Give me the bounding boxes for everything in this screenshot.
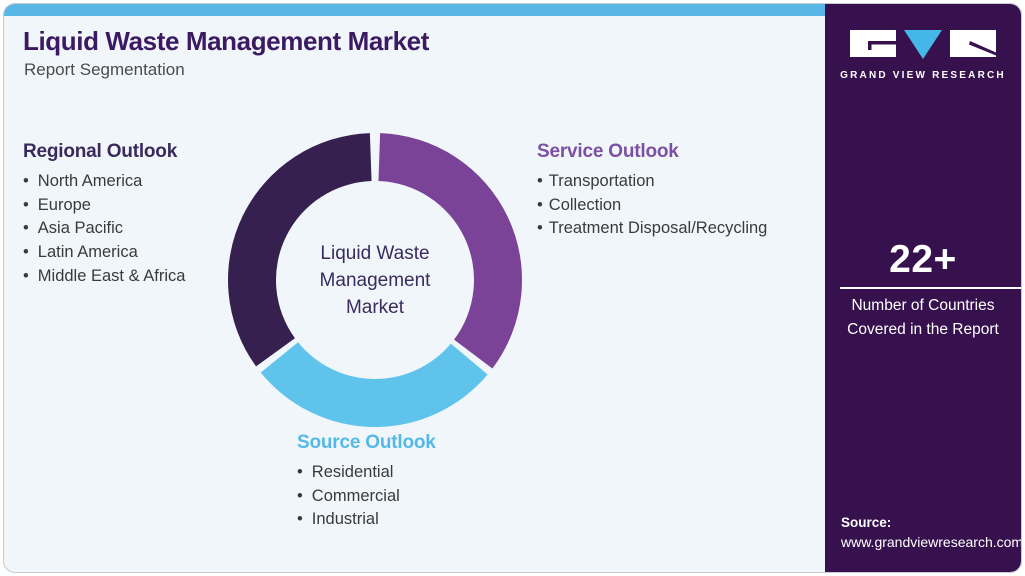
list-item: Residential [297,461,436,485]
stat-label-line: Number of Countries [851,297,995,314]
donut-chart-svg [228,133,522,427]
list-item: Treatment Disposal/Recycling [537,217,768,241]
donut-segment-service [378,133,522,369]
service-outlook-section: Service Outlook Transportation Collectio… [537,141,767,241]
regional-outlook-list: North America Europe Asia Pacific Latin … [23,170,186,289]
logo-wordmark: GRAND VIEW RESEARCH [840,70,1006,81]
source-outlook-section: Source Outlook Residential Commercial In… [297,432,436,532]
list-item: Transportation [537,170,767,194]
list-item: Europe [23,194,185,218]
countries-stat-label: Number of Countries Covered in the Repor… [825,294,1021,342]
list-item: Collection [537,194,767,218]
list-item: Middle East & Africa [23,265,186,289]
stat-divider-line [840,287,1021,289]
logo-v-triangle [904,30,942,59]
list-item: Commercial [297,485,436,509]
source-label: Source: [841,515,892,530]
list-item: Asia Pacific [23,217,185,241]
gvr-logo-marks [848,28,998,60]
source-url: www.grandviewresearch.com [841,534,1022,550]
source-outlook-heading: Source Outlook [297,432,436,453]
logo-r-leg [969,41,996,56]
top-accent-bar [4,4,825,16]
report-card: Liquid Waste Management Market Report Se… [3,3,1022,573]
page-subtitle: Report Segmentation [24,60,185,79]
list-item: Industrial [297,508,436,532]
regional-outlook-heading: Regional Outlook [23,141,178,162]
donut-segment-source [260,342,488,427]
sidebar-panel: GRAND VIEW RESEARCH 22+ Number of Countr… [825,4,1021,572]
service-outlook-list: Transportation Collection Treatment Disp… [537,170,768,241]
stat-label-line: Covered in the Report [847,321,999,338]
source-outlook-list: Residential Commercial Industrial [297,461,436,532]
list-item: North America [23,170,185,194]
list-item: Latin America [23,241,185,265]
service-outlook-heading: Service Outlook [537,141,679,162]
donut-segment-regional [228,133,372,367]
gvr-logo-glyphs [850,30,996,59]
gvr-logo: GRAND VIEW RESEARCH [825,28,1021,81]
regional-outlook-section: Regional Outlook North America Europe As… [23,141,185,289]
source-attribution: Source: www.grandviewresearch.com [841,515,1022,550]
logo-g-tick [868,41,872,50]
page-title: Liquid Waste Management Market [23,26,429,56]
countries-stat-value: 22+ [889,238,957,281]
logo-g-slot [868,41,896,45]
donut-chart: Liquid Waste Management Market [225,130,525,430]
